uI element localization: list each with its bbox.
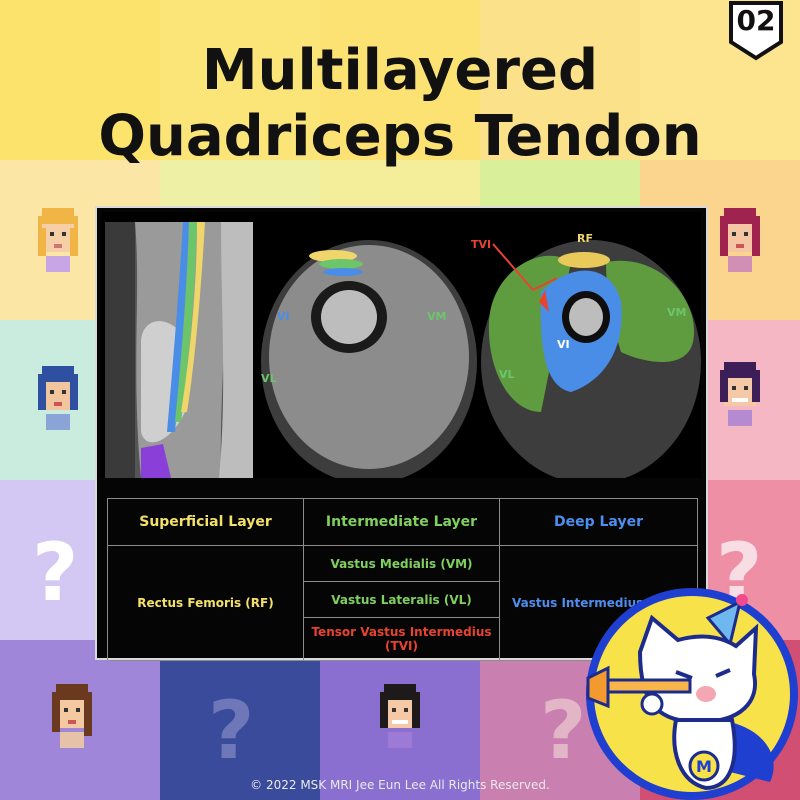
- pixel-avatar-brown-hair: [52, 684, 92, 748]
- pixel-avatar-purple-hair: [720, 362, 760, 426]
- header-deep: Deep Layer: [499, 498, 698, 546]
- label-vi-left: VI: [277, 310, 290, 323]
- page-title: Multilayered Quadriceps Tendon: [0, 38, 800, 170]
- pixel-avatar-blonde: [38, 208, 78, 272]
- pixel-avatar-pink-hair: [720, 208, 760, 272]
- pixel-avatar-blue-hair: [38, 366, 78, 430]
- header-intermediate: Intermediate Layer: [303, 498, 500, 546]
- table-row: Rectus Femoris (RF) Vastus Medialis (VM)…: [107, 545, 698, 661]
- label-vm-right: VM: [667, 306, 686, 319]
- copyright-footer: © 2022 MSK MRI Jee Eun Lee All Rights Re…: [250, 778, 550, 792]
- number-badge: 02: [736, 4, 776, 37]
- label-tvi: TVI: [471, 238, 491, 251]
- cell-tensor-vastus-intermedius: Tensor Vastus Intermedius (TVI): [303, 617, 500, 661]
- cell-superficial: Rectus Femoris (RF): [107, 545, 304, 661]
- label-vm-left: VM: [427, 310, 446, 323]
- label-vi-right: VI: [557, 338, 570, 351]
- cell-vastus-lateralis: Vastus Lateralis (VL): [303, 581, 500, 618]
- table-header-row: Superficial Layer Intermediate Layer Dee…: [107, 498, 698, 546]
- label-vl-left: VL: [261, 372, 277, 385]
- label-rf: RF: [577, 232, 593, 245]
- title-line-2: Quadriceps Tendon: [98, 104, 702, 169]
- cell-vastus-medialis: Vastus Medialis (VM): [303, 545, 500, 582]
- sagittal-mri: [105, 222, 253, 478]
- pixel-avatar-dark-hair: [380, 684, 420, 748]
- mri-image-panel: VI VM VL TVI RF VI VM VL: [101, 212, 701, 478]
- axial-mri-right: TVI RF VI VM VL: [471, 222, 701, 478]
- axial-mri-left: VI VM VL: [255, 222, 477, 478]
- cat-mascot-trumpet: M: [586, 588, 798, 800]
- title-line-1: Multilayered: [201, 38, 599, 103]
- label-vl-right: VL: [499, 368, 515, 381]
- header-superficial: Superficial Layer: [107, 498, 304, 546]
- cat-badge-letter: M: [696, 757, 712, 776]
- question-mark-bottom-left: ?: [208, 684, 255, 777]
- content-panel: VI VM VL TVI RF VI VM VL Superficial L: [95, 206, 708, 661]
- table-row: Tensor Vastus Intermedius (TVI): [108, 617, 698, 661]
- table-row: Vastus Lateralis (VL): [108, 581, 698, 618]
- question-mark-bottom-right: ?: [540, 684, 587, 777]
- question-mark-left: ?: [32, 526, 79, 619]
- number-badge-shape: [729, 1, 783, 61]
